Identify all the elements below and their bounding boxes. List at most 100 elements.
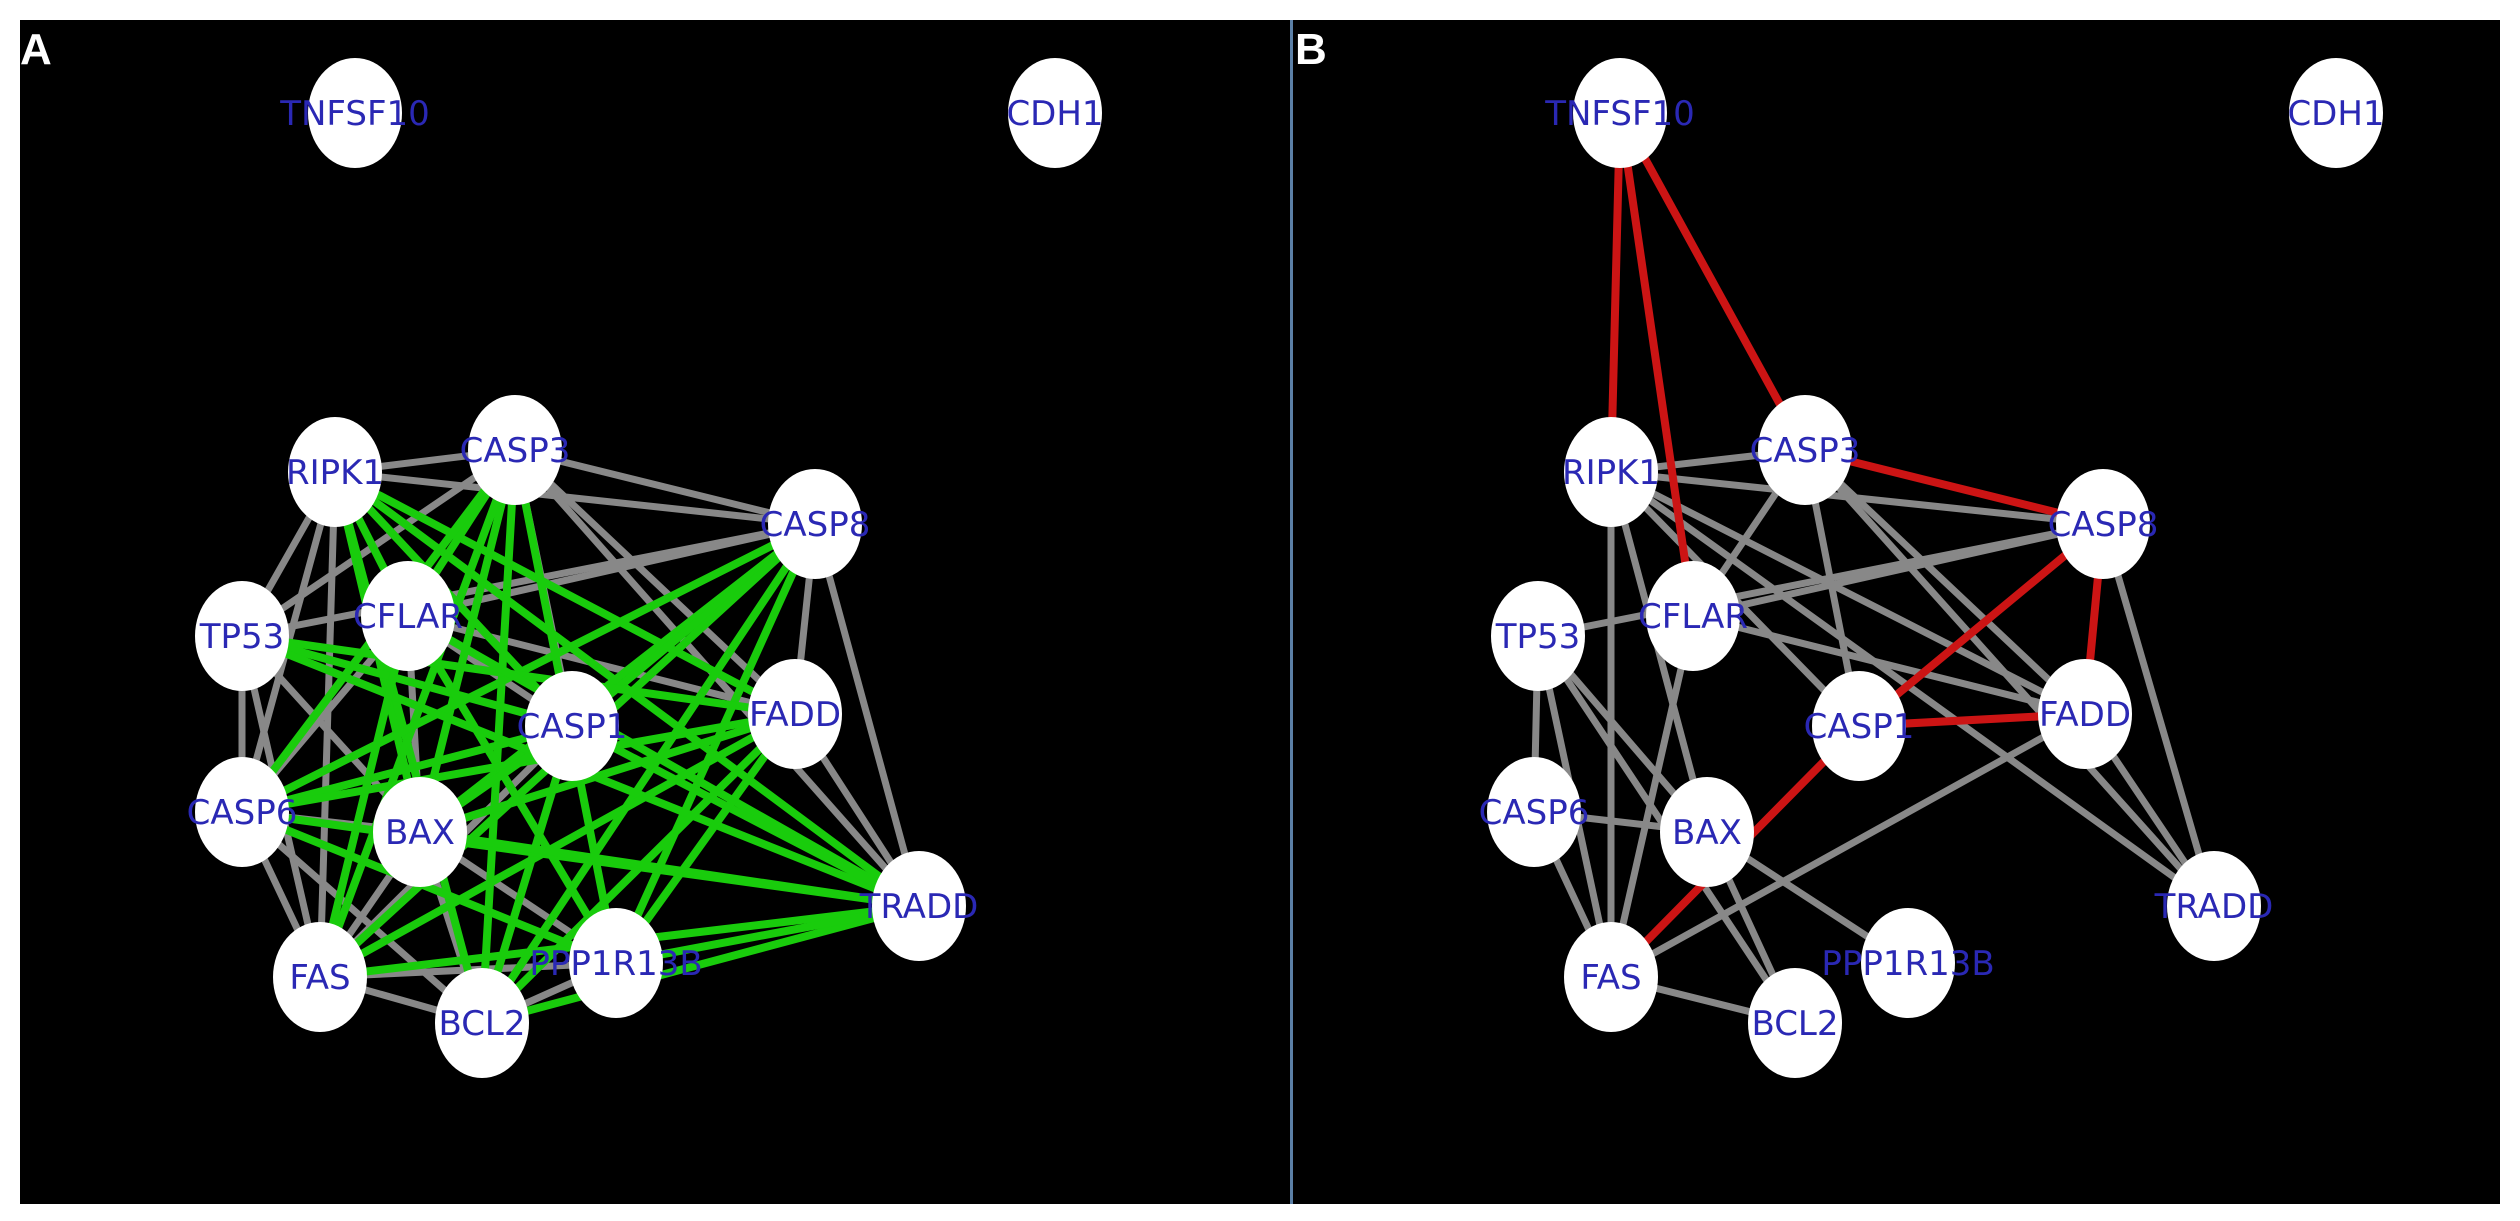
node-bax: BAX <box>1660 777 1754 887</box>
node-fadd: FADD <box>748 659 842 769</box>
node-tradd: TRADD <box>859 851 979 961</box>
highlight-edge-casp8-ppp1r13b <box>612 520 819 967</box>
node-circle-tp53 <box>195 581 289 691</box>
node-circle-casp8 <box>2056 469 2150 579</box>
gray-edge-casp3-casp8 <box>511 446 819 528</box>
gray-edge-cflar-fadd <box>1689 612 2089 718</box>
node-label-casp1: CASP1 <box>517 707 628 747</box>
panel-label-a: A <box>20 25 52 74</box>
node-bcl2: BCL2 <box>1748 968 1842 1078</box>
node-circle-bax <box>373 777 467 887</box>
node-label-tradd: TRADD <box>2154 887 2274 927</box>
highlight-edge-cflar-ppp1r13b <box>404 612 620 967</box>
node-cflar: CFLAR <box>1638 561 1748 671</box>
gray-edge-casp8-tp53 <box>1534 520 2107 640</box>
gray-edge-casp8-tradd <box>2099 520 2218 910</box>
node-casp3: CASP3 <box>460 395 570 505</box>
node-label-casp8: CASP8 <box>760 505 871 545</box>
node-circle-casp1 <box>525 671 619 781</box>
node-casp3: CASP3 <box>1750 395 1861 505</box>
node-tradd: TRADD <box>2154 851 2274 961</box>
node-ripk1: RIPK1 <box>1562 417 1660 527</box>
node-cdh1: CDH1 <box>2287 58 2385 168</box>
node-label-ppp1r13b: PPP1R13B <box>1821 944 1994 984</box>
gray-edge-ripk1-fas <box>316 468 339 981</box>
node-circle-ppp1r13b <box>569 908 663 1018</box>
gray-edge-casp3-tradd <box>1801 446 2218 910</box>
node-casp8: CASP8 <box>2048 469 2159 579</box>
highlight-edge-tnfsf10-casp3 <box>1616 109 1809 454</box>
node-label-casp8: CASP8 <box>2048 505 2159 545</box>
node-label-ripk1: RIPK1 <box>1562 453 1660 493</box>
node-label-fas: FAS <box>1580 958 1641 998</box>
node-circle-casp3 <box>468 395 562 505</box>
panel-divider <box>1290 20 1293 1204</box>
highlight-edge-casp1-casp6 <box>238 722 576 816</box>
highlight-edge-casp8-casp6 <box>238 520 819 816</box>
highlight-edge-casp3-fas <box>316 446 519 981</box>
node-circle-tradd <box>2167 851 2261 961</box>
node-circle-ppp1r13b <box>1861 908 1955 1018</box>
node-tnfsf10: TNFSF10 <box>1544 58 1695 168</box>
node-label-cflar: CFLAR <box>353 597 463 637</box>
node-label-ripk1: RIPK1 <box>286 453 384 493</box>
node-cdh1: CDH1 <box>1006 58 1104 168</box>
highlight-edge-tnfsf10-ripk1 <box>1607 109 1624 476</box>
node-circle-ripk1 <box>288 417 382 527</box>
node-label-fadd: FADD <box>2039 695 2131 735</box>
node-circle-cdh1 <box>1008 58 1102 168</box>
node-label-casp1: CASP1 <box>1804 707 1915 747</box>
node-fas: FAS <box>273 922 367 1032</box>
gray-edge-casp8-tradd <box>811 520 923 910</box>
node-fadd: FADD <box>2038 659 2132 769</box>
node-tnfsf10: TNFSF10 <box>279 58 430 168</box>
highlight-edge-tradd-bax <box>416 828 923 910</box>
highlight-edge-casp3-casp8 <box>1801 446 2107 528</box>
node-label-bax: BAX <box>1672 813 1742 853</box>
highlight-edge-casp3-bax <box>416 446 519 836</box>
node-casp6: CASP6 <box>1479 757 1589 867</box>
node-label-tradd: TRADD <box>859 887 979 927</box>
gray-edge-ripk1-tradd <box>1607 468 2218 910</box>
node-circle-casp1 <box>1812 671 1906 781</box>
node-label-casp6: CASP6 <box>187 793 298 833</box>
gray-edge-fadd-fas <box>1607 710 2089 981</box>
node-circle-ripk1 <box>1564 417 1658 527</box>
node-circle-bax <box>1660 777 1754 887</box>
gray-edge-ripk1-casp8 <box>331 468 819 528</box>
node-bcl2: BCL2 <box>435 968 529 1078</box>
node-tp53: TP53 <box>1491 581 1585 691</box>
node-label-bax: BAX <box>385 813 455 853</box>
node-label-casp3: CASP3 <box>1750 431 1861 471</box>
node-circle-fas <box>273 922 367 1032</box>
node-ppp1r13b: PPP1R13B <box>1821 908 1995 1018</box>
node-ripk1: RIPK1 <box>286 417 384 527</box>
node-casp6: CASP6 <box>187 757 298 867</box>
node-circle-casp6 <box>195 757 289 867</box>
highlight-edge-casp1-tradd <box>568 722 923 910</box>
highlight-edge-casp8-casp1 <box>1855 520 2107 730</box>
node-tp53: TP53 <box>195 581 289 691</box>
node-label-cflar: CFLAR <box>1638 597 1748 637</box>
node-label-bcl2: BCL2 <box>1751 1004 1838 1044</box>
node-label-tnfsf10: TNFSF10 <box>279 94 430 134</box>
node-circle-cdh1 <box>2289 58 2383 168</box>
node-cflar: CFLAR <box>353 561 463 671</box>
highlight-edge-fadd-bax <box>416 710 799 836</box>
node-fas: FAS <box>1564 922 1658 1032</box>
node-circle-fas <box>1564 922 1658 1032</box>
highlight-edge-tradd-ppp1r13b <box>612 902 923 967</box>
node-circle-tp53 <box>1491 581 1585 691</box>
gray-edge-casp3-fadd <box>1801 446 2089 718</box>
node-circle-bcl2 <box>435 968 529 1078</box>
highlight-edge-casp6-ppp1r13b <box>238 808 620 967</box>
node-casp1: CASP1 <box>1804 671 1915 781</box>
node-casp1: CASP1 <box>517 671 628 781</box>
node-circle-cflar <box>1646 561 1740 671</box>
node-label-tp53: TP53 <box>1495 617 1581 657</box>
node-casp8: CASP8 <box>760 469 871 579</box>
node-circle-fadd <box>2038 659 2132 769</box>
highlight-edge-tp53-casp1 <box>238 632 576 730</box>
node-label-tp53: TP53 <box>199 617 285 657</box>
